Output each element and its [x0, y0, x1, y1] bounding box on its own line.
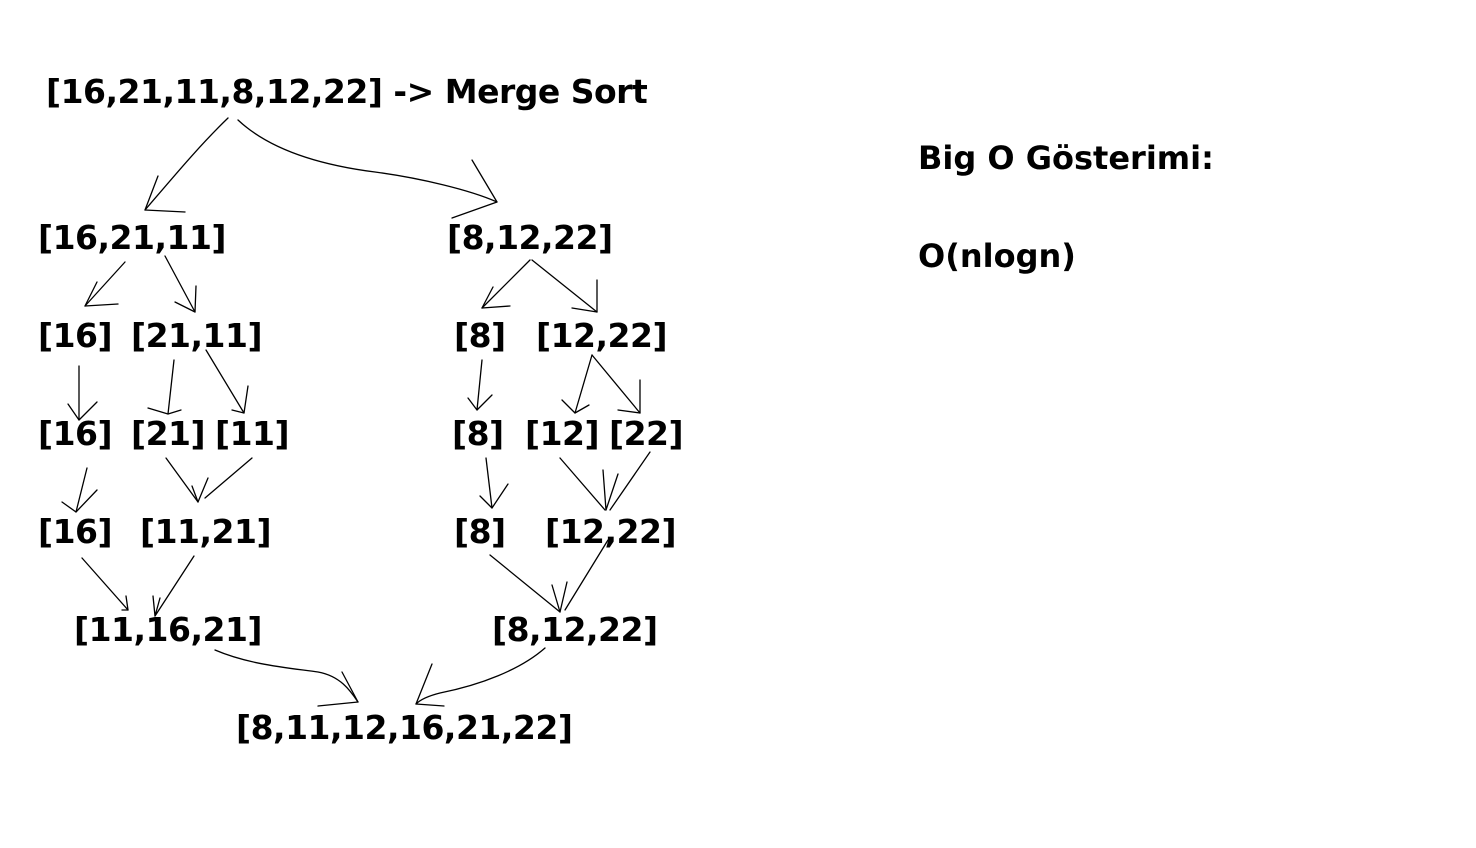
arrow-r4b-to-r5 — [564, 539, 609, 611]
node-level3-l3: [11] — [215, 414, 290, 453]
arrow-l3b-to-l4b — [165, 457, 199, 503]
arrow-l2b-to-l3b — [167, 359, 175, 415]
arrowhead-l2a-to-l3a — [67, 401, 98, 421]
arrow-r2a-to-r3a — [476, 359, 483, 411]
arrowhead-r1-to-r2a — [481, 286, 511, 309]
arrow-l3c-to-l4b — [204, 457, 253, 499]
arrowhead-r2b-to-r3c — [617, 379, 641, 414]
arrowhead-r3a-to-r4a — [479, 483, 509, 509]
title-input-array: [16,21,11,8,12,22] -> Merge Sort — [46, 72, 648, 111]
arrow-l2b-to-l3c — [205, 349, 245, 414]
arrow-r1-to-r2b — [531, 259, 598, 313]
arrowhead-l2b-to-l3b — [147, 407, 182, 415]
arrowhead-l5-to-result — [317, 671, 359, 707]
node-level2-r1: [8] — [454, 316, 506, 355]
node-level4-l1: [16] — [38, 512, 113, 551]
node-level4-l2: [11,21] — [140, 512, 272, 551]
node-level3-r3: [22] — [609, 414, 684, 453]
arrow-l1-to-l2a — [84, 261, 126, 307]
arrowhead-root-to-right — [451, 159, 498, 219]
arrow-r3a-to-r4a — [485, 457, 493, 509]
arrow-r2b-to-r3c — [591, 354, 641, 414]
arrow-l3a-to-l4a — [75, 467, 88, 513]
arrow-root-to-right — [237, 119, 498, 203]
arrow-l1-to-l2b — [164, 255, 196, 313]
arrowhead-r2b-to-r3b — [561, 399, 590, 414]
complexity-value: O(nlogn) — [918, 237, 1076, 275]
arrowhead-l4b — [191, 477, 209, 503]
node-level4-r2: [12,22] — [545, 512, 677, 551]
arrowhead-r2a-to-r3a — [467, 394, 493, 411]
node-level1-left: [16,21,11] — [38, 218, 227, 257]
arrowhead-l2b-to-l3c — [231, 385, 249, 414]
arrow-r5-to-result — [415, 647, 546, 705]
arrow-r1-to-r2a — [481, 259, 531, 309]
node-level2-r2: [12,22] — [536, 316, 668, 355]
node-level4-r1: [8] — [454, 512, 506, 551]
arrow-l4b-to-l5 — [154, 555, 195, 617]
node-result: [8,11,12,16,21,22] — [236, 708, 573, 747]
arrow-r3b-to-r4b — [559, 457, 606, 511]
arrowhead-r5 — [551, 581, 568, 613]
arrow-root-to-left — [144, 117, 229, 211]
node-level3-l2: [21] — [131, 414, 206, 453]
arrowhead-r4b — [602, 469, 619, 511]
arrowhead-r1-to-r2b — [571, 279, 598, 313]
node-level3-l1: [16] — [38, 414, 113, 453]
arrowhead-root-to-left — [144, 175, 186, 213]
node-level5-left: [11,16,21] — [74, 610, 263, 649]
node-level3-r1: [8] — [452, 414, 504, 453]
arrowhead-l4a-to-l5 — [121, 595, 129, 611]
complexity-heading: Big O Gösterimi: — [918, 139, 1214, 177]
arrowhead-l1-to-l2a — [84, 281, 119, 307]
arrowhead-l3a-to-l4a — [61, 489, 98, 513]
arrowhead-r5-to-result — [415, 663, 445, 707]
node-level2-l1: [16] — [38, 316, 113, 355]
node-level1-right: [8,12,22] — [447, 218, 613, 257]
arrow-r4a-to-r5 — [489, 554, 561, 613]
arrow-r2b-to-r3b — [574, 354, 593, 414]
arrow-r3c-to-r4b — [609, 451, 651, 511]
node-level2-l2: [21,11] — [131, 316, 263, 355]
node-level3-r2: [12] — [525, 414, 600, 453]
node-level5-right: [8,12,22] — [492, 610, 658, 649]
arrow-l5-to-result — [214, 649, 359, 703]
arrow-l4a-to-l5 — [81, 557, 129, 611]
arrowhead-l4b-to-l5 — [152, 595, 161, 617]
arrowhead-l1-to-l2b — [174, 285, 197, 313]
